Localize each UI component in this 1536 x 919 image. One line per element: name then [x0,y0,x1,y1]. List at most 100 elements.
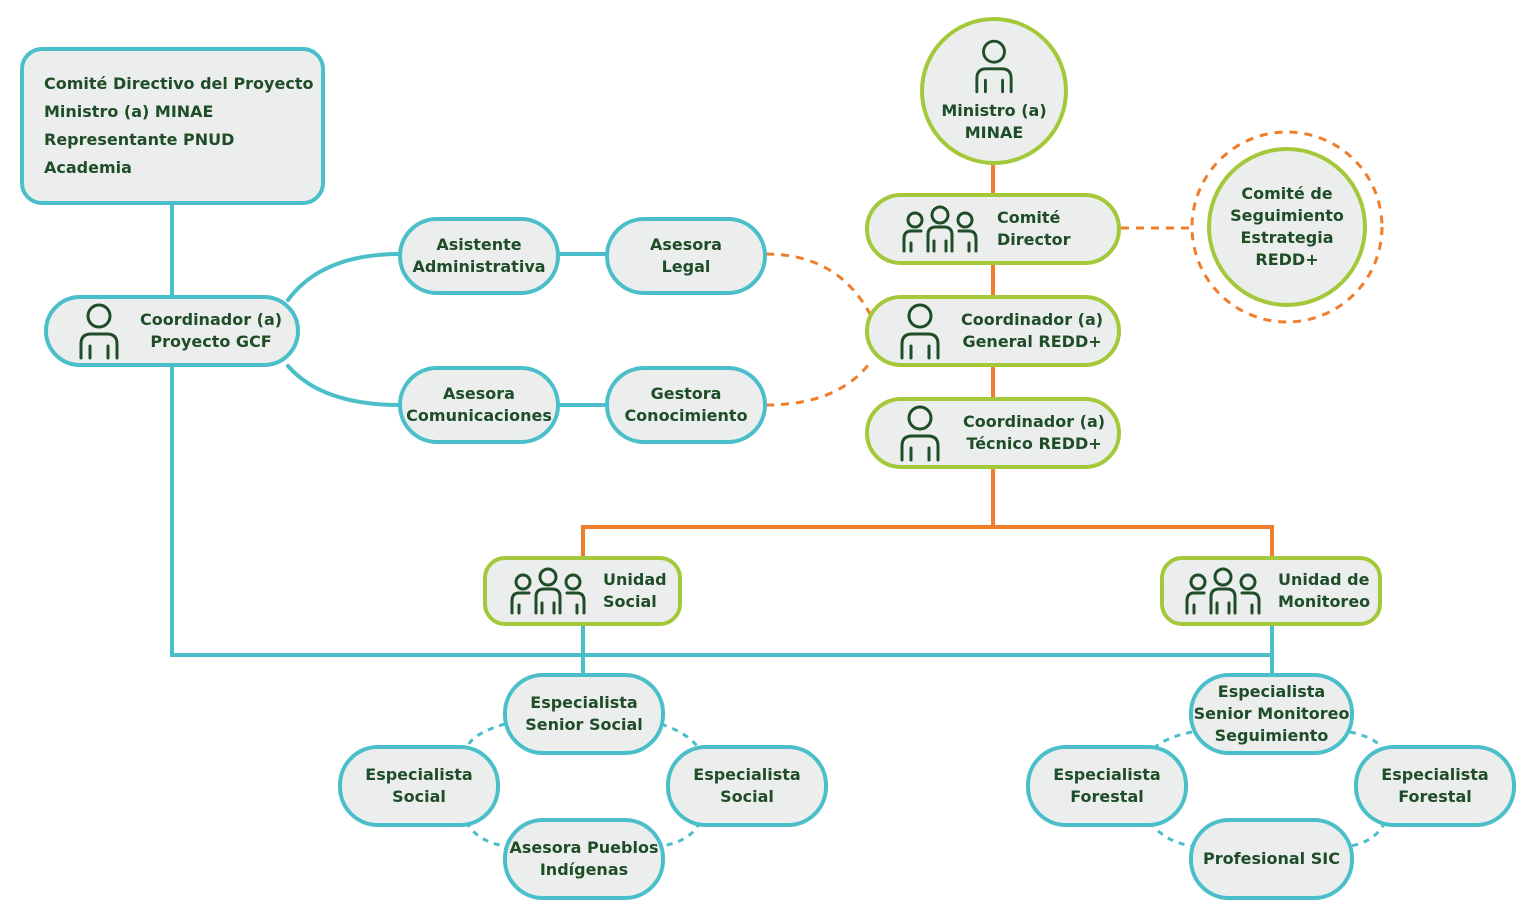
especialista-social-right-text: Especialista Social [693,764,800,808]
dash-senior-monitoreo-left [1148,730,1193,754]
especialista-senior-monitoreo-line: Senior Monitoreo [1193,704,1350,723]
coordinador-general-text: Coordinador (a) General REDD+ [961,309,1103,353]
especialista-social-right-line: Social [720,787,774,806]
especialista-forestal-left-box: Especialista Forestal [1026,745,1188,827]
asesora-pueblos-indigenas-text: Asesora Pueblos Indígenas [510,837,659,881]
coordinador-tecnico-text: Coordinador (a) Técnico REDD+ [963,411,1105,455]
comite-director-box: Comité Director [865,193,1121,265]
coordinador-gcf-line: Proyecto GCF [150,332,272,351]
asesora-pueblos-indigenas-line: Indígenas [539,860,629,879]
comite-director-text: Comité Director [997,207,1071,251]
especialista-senior-social-line: Senior Social [525,715,643,734]
especialista-forestal-right-box: Especialista Forestal [1354,745,1516,827]
unidad-monitoreo-text: Unidad de Monitoreo [1278,569,1370,613]
person-icon [899,302,941,360]
comite-directivo-proyecto-line: Comité Directivo del Proyecto [44,74,314,93]
coordinador-tecnico-box: Coordinador (a) Técnico REDD+ [865,397,1121,469]
dash-gestora-to-general [765,359,874,407]
especialista-senior-monitoreo-line: Seguimiento [1214,726,1329,745]
ministro-minae-line: MINAE [964,123,1024,142]
comite-seguimiento-line: REDD+ [1255,250,1319,269]
line-gcf-to-asistente [286,252,402,302]
ministro-minae-line: Ministro (a) [941,101,1047,120]
line-gcf-to-comunicaciones [286,364,402,407]
gestora-conocimiento-line: Conocimiento [624,406,748,425]
asesora-legal-box: Asesora Legal [605,217,767,295]
especialista-senior-monitoreo-text: Especialista Senior Monitoreo Seguimient… [1194,681,1350,747]
especialista-social-left-line: Social [392,787,446,806]
asistente-administrativa-text: Asistente Administrativa [412,234,545,278]
especialista-forestal-left-text: Especialista Forestal [1053,764,1160,808]
coordinador-gcf-line: Coordinador (a) [140,310,283,329]
dash-legal-to-general [765,252,874,319]
asesora-legal-text: Asesora Legal [650,234,722,278]
profesional-sic-box: Profesional SIC [1189,818,1354,900]
comite-director-line: Comité [997,208,1061,227]
gestora-conocimiento-box: Gestora Conocimiento [605,366,767,444]
comite-directivo-proyecto-line: Representante PNUD [44,130,235,149]
asistente-administrativa-box: Asistente Administrativa [398,217,560,295]
comite-directivo-proyecto-line: Ministro (a) MINAE [44,102,214,121]
especialista-social-right-box: Especialista Social [666,745,828,827]
person-icon [899,404,941,462]
unidad-social-box: Unidad Social [483,556,682,626]
dash-senior-social-left [464,722,506,751]
group-icon [509,567,587,615]
coordinador-general-line: General REDD+ [962,332,1102,351]
unidad-monitoreo-line: Unidad de [1278,570,1370,589]
line-tecnico-to-units [581,467,1274,558]
unidad-monitoreo-box: Unidad de Monitoreo [1160,556,1382,626]
dash-social-left-bottom [464,821,506,848]
profesional-sic-text: Profesional SIC [1203,848,1340,870]
especialista-senior-social-text: Especialista Senior Social [525,692,642,736]
person-icon [974,38,1014,94]
comite-director-line: Director [997,230,1071,249]
gestora-conocimiento-text: Gestora Conocimiento [624,383,747,427]
comite-directivo-proyecto-line: Academia [44,158,132,177]
coordinador-gcf-text: Coordinador (a) Proyecto GCF [140,309,282,353]
especialista-senior-social-box: Especialista Senior Social [503,673,665,755]
comite-directivo-proyecto-text: Comité Directivo del Proyecto Ministro (… [44,70,313,182]
especialista-social-left-box: Especialista Social [338,745,500,827]
comite-directivo-proyecto-box: Comité Directivo del Proyecto Ministro (… [20,47,325,205]
gestora-conocimiento-line: Gestora [650,384,722,403]
unidad-social-line: Social [603,592,657,611]
ministro-minae-text: Ministro (a) MINAE [941,100,1046,144]
especialista-senior-monitoreo-line: Especialista [1217,682,1326,701]
unidad-social-text: Unidad Social [603,569,667,613]
asesora-comunicaciones-text: Asesora Comunicaciones [406,383,552,427]
comite-seguimiento-line: Seguimiento [1230,206,1344,225]
especialista-social-left-text: Especialista Social [365,764,472,808]
asistente-administrativa-line: Asistente [436,235,522,254]
coordinador-general-box: Coordinador (a) General REDD+ [865,295,1121,367]
asesora-pueblos-indigenas-box: Asesora Pueblos Indígenas [503,818,665,900]
especialista-forestal-left-line: Forestal [1070,787,1144,806]
profesional-sic-line: Profesional SIC [1203,849,1340,868]
dash-senior-social-right [660,722,702,751]
group-icon [1184,567,1262,615]
asesora-comunicaciones-line: Comunicaciones [406,406,552,425]
especialista-senior-social-line: Especialista [530,693,638,712]
comite-seguimiento-line: Estrategia [1240,228,1334,247]
asesora-comunicaciones-box: Asesora Comunicaciones [398,366,560,444]
group-icon [901,205,979,253]
unidad-monitoreo-line: Monitoreo [1278,592,1371,611]
asesora-pueblos-indigenas-line: Asesora Pueblos [509,838,659,857]
especialista-senior-monitoreo-box: Especialista Senior Monitoreo Seguimient… [1189,673,1354,755]
dash-social-right-bottom [660,821,702,848]
comite-seguimiento-circle: Comité de Seguimiento Estrategia REDD+ [1207,147,1367,307]
dash-seguimiento-ring [1190,130,1384,324]
asistente-administrativa-line: Administrativa [412,257,546,276]
especialista-social-left-line: Especialista [365,765,473,784]
coordinador-general-line: Coordinador (a) [961,310,1104,329]
especialista-social-right-line: Especialista [693,765,801,784]
especialista-forestal-right-line: Especialista [1381,765,1489,784]
asesora-legal-line: Asesora [650,235,722,254]
comite-seguimiento-text: Comité de Seguimiento Estrategia REDD+ [1230,183,1344,271]
coordinador-tecnico-line: Coordinador (a) [963,412,1106,431]
line-gcf-to-bus [170,364,1274,657]
dash-forestal-right-bottom [1349,821,1387,848]
asesora-legal-line: Legal [661,257,711,276]
